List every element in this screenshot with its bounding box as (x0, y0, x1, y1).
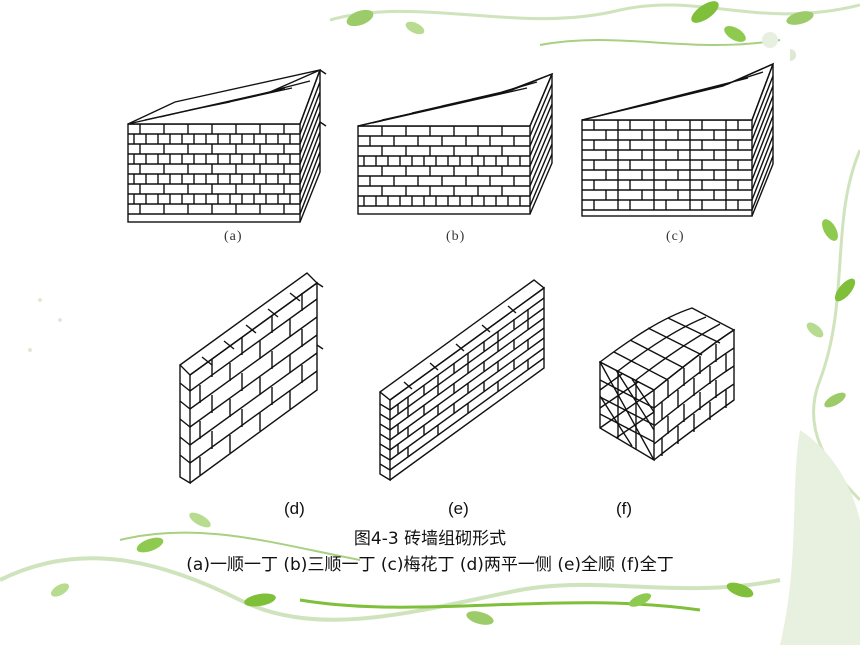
wall-figure-b (352, 68, 562, 218)
label-b: (b) (446, 229, 466, 244)
label-c: (c) (666, 229, 685, 244)
figure-caption-title: 图4-3 砖墙组砌形式 (353, 529, 507, 549)
label-e: (e) (448, 499, 469, 518)
wall-figure-d (172, 265, 327, 485)
label-f: (f) (616, 499, 633, 518)
wall-figure-a (120, 62, 330, 227)
label-d: (d) (284, 499, 305, 518)
wall-figure-c (578, 60, 778, 220)
wall-figure-e (374, 272, 554, 482)
figure-caption-list: (a)一顺一丁 (b)三顺一丁 (c)梅花丁 (d)两平一侧 (e)全顺 (f)… (186, 555, 674, 575)
label-a: (a) (224, 229, 243, 244)
wall-figure-f (592, 300, 742, 465)
